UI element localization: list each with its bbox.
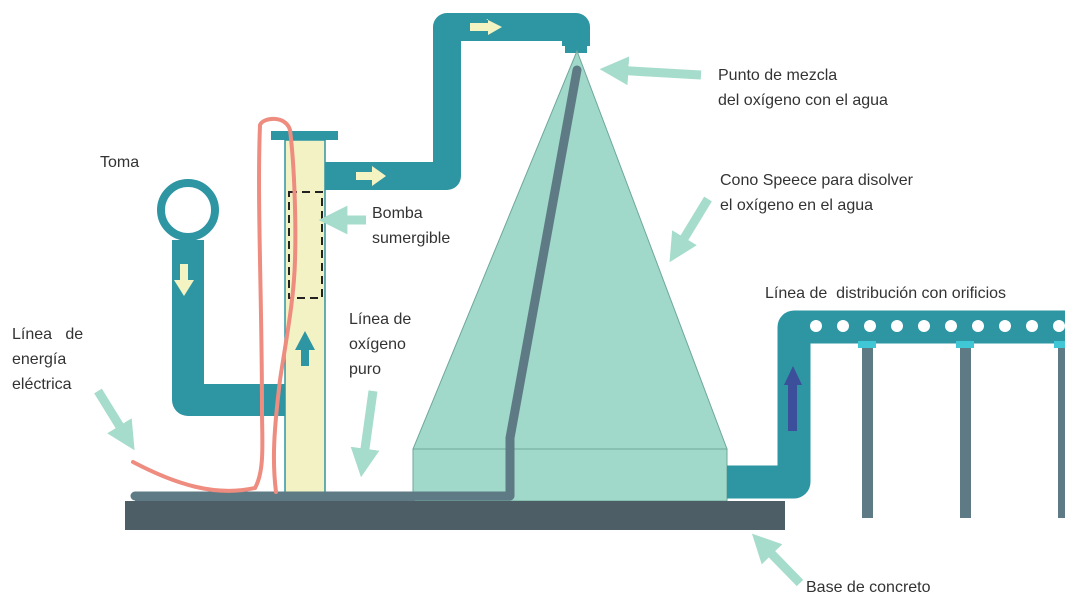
submersible-pump	[288, 191, 323, 299]
post-connector	[1054, 341, 1065, 348]
distribution-pipe	[727, 310, 1065, 499]
orifice-icon	[891, 320, 903, 332]
callout-arrow-icon	[350, 390, 380, 478]
arrow-icon	[174, 264, 194, 296]
support-posts	[858, 341, 1065, 518]
mixing-point-nozzle	[565, 33, 587, 53]
label-toma: Toma	[100, 154, 139, 171]
callout-arrow-icon	[94, 388, 135, 451]
orifice-icon	[810, 320, 822, 332]
arrow-icon	[784, 366, 802, 431]
label-oxigeno-2: oxígeno	[349, 336, 406, 353]
label-linea-energia-1: Línea de	[12, 326, 83, 343]
orifice-icon	[999, 320, 1011, 332]
post-connector	[858, 341, 876, 348]
orifice-icon	[837, 320, 849, 332]
label-mezcla-2: del oxígeno con el agua	[718, 92, 888, 109]
label-bomba-2: sumergible	[372, 230, 450, 247]
support-post	[862, 348, 873, 518]
label-base: Base de concreto	[806, 579, 931, 596]
label-cono-2: el oxígeno en el agua	[720, 197, 873, 214]
orifice-icon	[864, 320, 876, 332]
orifice-icon	[918, 320, 930, 332]
base-top-edge	[135, 492, 415, 501]
intake-ring	[157, 179, 219, 241]
callout-arrow-icon	[599, 56, 702, 86]
orifice-icon	[1026, 320, 1038, 332]
orifice-icon	[945, 320, 957, 332]
support-post	[960, 348, 971, 518]
callout-arrow-icon	[669, 196, 712, 263]
label-linea-energia-3: eléctrica	[12, 376, 72, 393]
intake-pipe	[172, 240, 290, 416]
pump-cap	[271, 131, 338, 140]
label-mezcla-1: Punto de mezcla	[718, 67, 837, 84]
arrow-icon	[295, 331, 315, 366]
post-connector	[956, 341, 974, 348]
distribution-orifices	[810, 320, 1065, 332]
arrow-icon	[356, 166, 386, 186]
orifice-icon	[972, 320, 984, 332]
label-oxigeno-1: Línea de	[349, 311, 411, 328]
support-post	[1058, 348, 1065, 518]
concrete-base	[125, 501, 785, 530]
power-cable	[131, 116, 298, 494]
label-bomba-1: Bomba	[372, 205, 423, 222]
label-linea-energia-2: energía	[12, 351, 66, 368]
callout-arrow-icon	[751, 533, 804, 587]
label-oxigeno-3: puro	[349, 361, 381, 378]
orifice-icon	[1053, 320, 1065, 332]
label-distribucion: Línea de distribución con orificios	[765, 285, 1006, 302]
arrow-icon	[470, 19, 502, 35]
label-cono-1: Cono Speece para disolver	[720, 172, 914, 189]
